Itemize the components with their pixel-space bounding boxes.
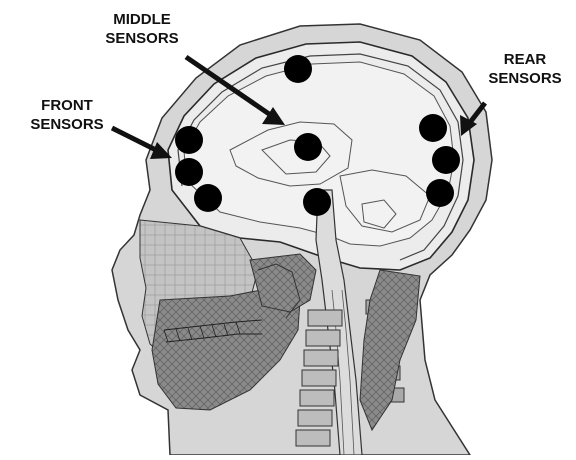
front-sensors-label: FRONT SENSORS: [22, 96, 112, 134]
middle-sensors-label-line2: SENSORS: [88, 29, 196, 48]
front-sensors-label-line1: FRONT: [22, 96, 112, 115]
front-sensors-label-line2: SENSORS: [22, 115, 112, 134]
rear-sensors-label-line1: REAR: [478, 50, 572, 69]
sensor-middle-2: [303, 188, 331, 216]
rear-sensors-label-line2: SENSORS: [478, 69, 572, 88]
middle-sensors-label-line1: MIDDLE: [88, 10, 196, 29]
sensor-front-3: [194, 184, 222, 212]
middle-sensors-label: MIDDLE SENSORS: [88, 10, 196, 48]
sensor-middle-1: [294, 133, 322, 161]
sensor-front-2: [175, 158, 203, 186]
sensor-rear-1: [419, 114, 447, 142]
sensor-rear-3: [426, 179, 454, 207]
rear-sensors-label: REAR SENSORS: [478, 50, 572, 88]
sensor-front-1: [175, 126, 203, 154]
sensor-top: [284, 55, 312, 83]
sensor-rear-2: [432, 146, 460, 174]
